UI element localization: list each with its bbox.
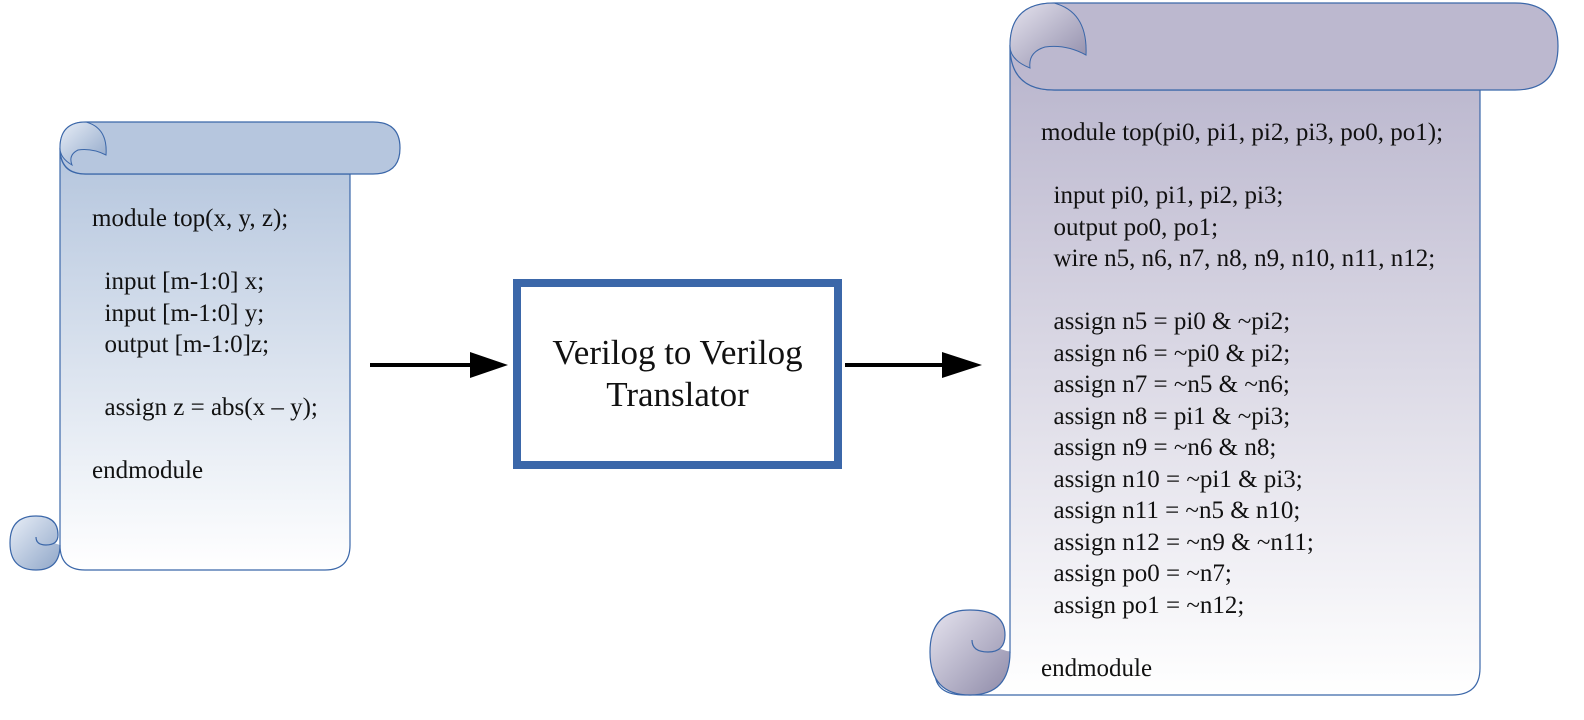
code-line: assign po1 = ~n12;	[1041, 591, 1245, 619]
code-line: assign po0 = ~n7;	[1041, 560, 1232, 587]
input-verilog-code: module top(x, y, z); input [m-1:0] x; in…	[92, 203, 318, 487]
code-line: module top(x, y, z);	[92, 205, 289, 232]
code-line: endmodule	[1041, 654, 1153, 682]
translator-label: Verilog to Verilog Translator	[552, 332, 802, 416]
code-line	[1041, 275, 1443, 307]
code-line: input [m-1:0] x;	[92, 268, 265, 295]
code-line: endmodule	[92, 457, 204, 484]
code-line	[92, 361, 318, 393]
code-line: assign n9 = ~n6 & n8;	[1041, 434, 1277, 461]
code-line: output [m-1:0]z;	[92, 331, 270, 358]
input-scroll-top-curl	[59, 121, 107, 167]
code-line: assign z = abs(x – y);	[92, 394, 318, 421]
output-scroll-bottom-curl	[929, 609, 1011, 696]
output-scroll-top-curl	[1009, 2, 1087, 69]
code-line	[92, 235, 318, 267]
translator-label-line1: Verilog to Verilog	[552, 333, 803, 372]
code-line	[1041, 149, 1443, 181]
arrow-input-to-translator	[370, 352, 508, 378]
translator-label-line2: Translator	[606, 375, 749, 414]
code-line: assign n11 = ~n5 & n10;	[1041, 497, 1301, 524]
code-line: assign n5 = pi0 & ~pi2;	[1041, 308, 1291, 335]
input-scroll-bottom-curl	[9, 515, 61, 571]
code-line: assign n10 = ~pi1 & pi3;	[1041, 465, 1303, 493]
code-line: assign n12 = ~n9 & ~n11;	[1041, 528, 1314, 556]
output-verilog-code: module top(pi0, pi1, pi2, pi3, po0, po1)…	[1041, 117, 1443, 684]
code-line: input [m-1:0] y;	[92, 299, 265, 327]
output-scroll-top-roll	[1009, 2, 1559, 91]
arrow-translator-to-output	[845, 352, 982, 378]
translator-box: Verilog to Verilog Translator	[513, 279, 842, 469]
code-line: wire n5, n6, n7, n8, n9, n10, n11, n12;	[1041, 245, 1436, 272]
code-line: input pi0, pi1, pi2, pi3;	[1041, 182, 1284, 209]
code-line: assign n8 = pi1 & ~pi3;	[1041, 402, 1291, 430]
code-line: assign n7 = ~n5 & ~n6;	[1041, 371, 1290, 398]
code-line: output po0, po1;	[1041, 213, 1219, 241]
code-line: module top(pi0, pi1, pi2, pi3, po0, po1)…	[1041, 119, 1444, 146]
code-line	[92, 424, 318, 456]
input-scroll-top-roll	[59, 121, 401, 175]
input-scroll-graphic	[9, 121, 401, 571]
output-scroll-graphic	[929, 2, 1559, 696]
code-line	[1041, 621, 1443, 653]
code-line: assign n6 = ~pi0 & pi2;	[1041, 339, 1291, 367]
